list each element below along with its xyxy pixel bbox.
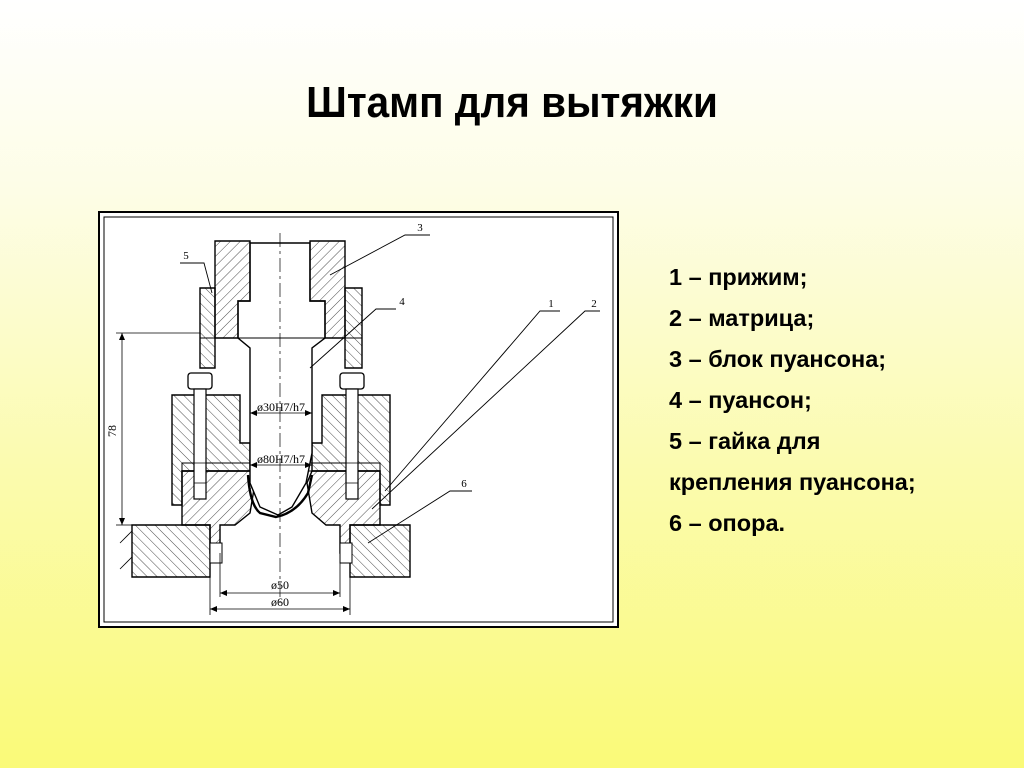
technical-drawing: 5 3 4 1 2 6 78 ø30H7/h7 ø80H7/h7 ø50 [98, 211, 619, 628]
callout-leaders [180, 234, 600, 544]
slide-title: Штамп для вытяжки [306, 78, 718, 127]
legend-item-4: 4 – пуансон; [669, 387, 812, 413]
diameter-dimensions [209, 553, 351, 615]
callout-6: 6 [461, 478, 467, 490]
dimension-diam-outer: ø60 [271, 595, 289, 609]
dimension-fit-lower: ø80H7/h7 [257, 452, 305, 466]
legend-item-5: 5 – гайка для [669, 428, 821, 454]
dimension-height: 78 [105, 425, 119, 437]
callout-5: 5 [183, 250, 189, 262]
callout-4: 4 [399, 296, 405, 308]
callout-3: 3 [417, 222, 423, 234]
dimension-fit-upper: ø30H7/h7 [257, 400, 305, 414]
height-dimension [116, 332, 200, 526]
parts-legend: 1 – прижим; 2 – матрица; 3 – блок пуансо… [669, 257, 1009, 544]
fit-dimensions [250, 410, 312, 468]
drawing-stamp-section: 5 3 4 1 2 6 78 ø30H7/h7 ø80H7/h7 ø50 [103, 216, 614, 623]
bolts [187, 372, 365, 500]
legend-item-5-cont: крепления пуансона; [669, 469, 916, 495]
callout-2: 2 [591, 298, 597, 310]
callout-1: 1 [548, 298, 554, 310]
nut-part-5 [199, 287, 363, 369]
legend-item-1: 1 – прижим; [669, 264, 808, 290]
legend-item-6: 6 – опора. [669, 510, 786, 536]
dimension-diam-inner: ø50 [271, 578, 289, 592]
legend-item-3: 3 – блок пуансона; [669, 346, 887, 372]
base-plate-part-6 [119, 524, 411, 578]
legend-item-2: 2 – матрица; [669, 305, 815, 331]
